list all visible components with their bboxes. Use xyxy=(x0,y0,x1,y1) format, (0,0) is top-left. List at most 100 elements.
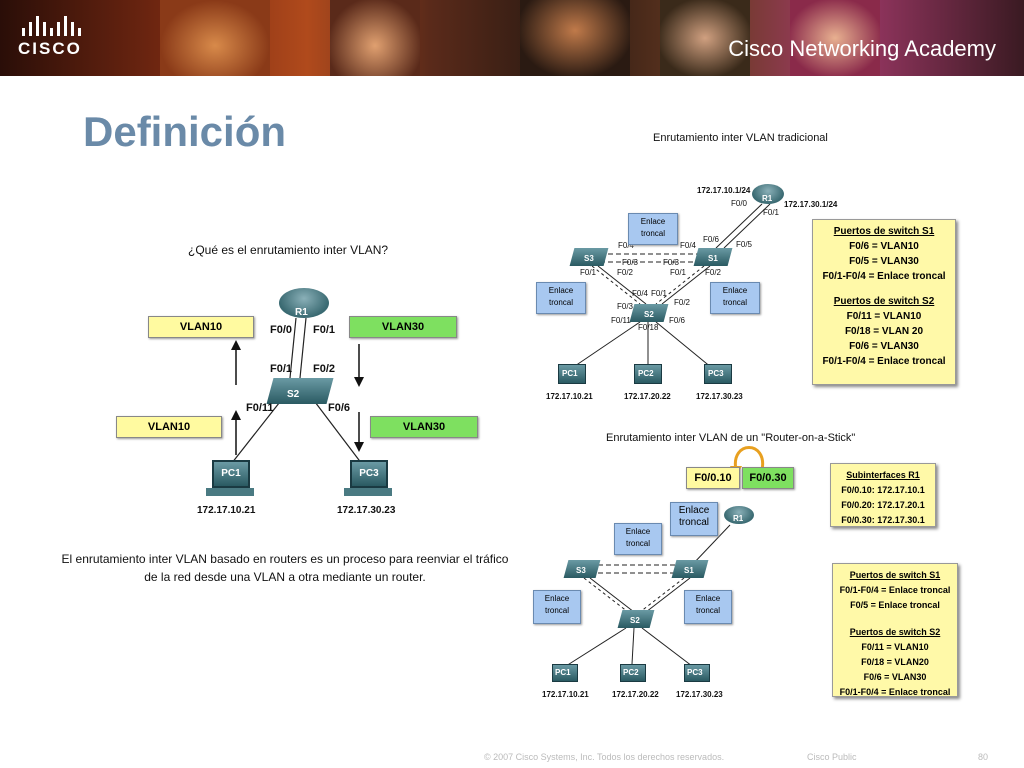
port-label: F0/11 xyxy=(246,402,274,414)
ip-label: 172.17.20.22 xyxy=(612,690,659,699)
port-label: F0/18 xyxy=(638,323,659,332)
info-heading: Puertos de switch S2 xyxy=(849,627,941,637)
pc-icon: PC3 xyxy=(684,664,710,682)
router-icon: R1 xyxy=(752,184,784,204)
cisco-logo: CISCO xyxy=(18,14,82,59)
switch-label: S1 xyxy=(684,566,694,575)
info-line: F0/5 = VLAN30 xyxy=(849,256,919,267)
port-label: F0/6 xyxy=(703,235,720,244)
pc-icon: PC2 xyxy=(634,364,662,384)
pc-icon: PC2 xyxy=(620,664,646,682)
switch-label: S3 xyxy=(576,566,586,575)
academy-title: Cisco Networking Academy xyxy=(728,36,996,61)
info-line: F0/6 = VLAN30 xyxy=(849,341,919,352)
trunk-label: Enlace troncal xyxy=(533,590,581,624)
vlan-badge: VLAN10 xyxy=(148,316,254,338)
pc-icon: PC1 xyxy=(212,460,250,488)
trunk-label: Enlace troncal xyxy=(614,523,662,555)
pc-icon: PC1 xyxy=(558,364,586,384)
info-heading: Puertos de switch S1 xyxy=(849,570,941,580)
banner-photo xyxy=(660,0,750,76)
info-line: F0/1-F0/4 = Enlace troncal xyxy=(839,687,951,697)
diagram-title: Enrutamiento inter VLAN de un "Router-on… xyxy=(606,432,856,444)
switch-ports-info: Puertos de switch S1 F0/1-F0/4 = Enlace … xyxy=(832,563,958,697)
cisco-wordmark: CISCO xyxy=(18,39,82,58)
port-label: F0/0 xyxy=(270,324,293,336)
info-line: F0/6 = VLAN10 xyxy=(849,241,919,252)
ip-label: 172.17.10.21 xyxy=(197,505,256,516)
subinterfaces-info: Subinterfaces R1 F0/0.10: 172.17.10.1 F0… xyxy=(830,463,936,527)
pc-icon: PC3 xyxy=(704,364,732,384)
ip-label: 172.17.30.23 xyxy=(676,690,723,699)
port-label: F0/2 xyxy=(674,298,691,307)
router-label: R1 xyxy=(295,307,308,318)
vlan-badge: VLAN30 xyxy=(349,316,457,338)
port-label: F0/5 xyxy=(736,240,753,249)
ip-label: 172.17.10.21 xyxy=(542,690,589,699)
trunk-label: Enlace troncal xyxy=(628,213,678,245)
switch-label: S3 xyxy=(584,254,594,263)
info-line: F0/11 = VLAN10 xyxy=(846,311,922,322)
pc-label: PC2 xyxy=(638,369,654,378)
port-label: F0/3 xyxy=(617,302,634,311)
switch-label: S2 xyxy=(630,616,640,625)
router-icon: R1 xyxy=(279,288,329,318)
banner-photo xyxy=(520,0,630,76)
port-label: F0/1 xyxy=(651,289,668,298)
vlan-badge: VLAN30 xyxy=(370,416,478,438)
port-label: F0/1 xyxy=(313,324,336,336)
port-label: F0/0 xyxy=(731,199,748,208)
diagram-title: Enrutamiento inter VLAN tradicional xyxy=(653,132,828,144)
info-heading: Puertos de switch S2 xyxy=(833,296,935,307)
ip-label: 172.17.10.1/24 xyxy=(697,186,751,195)
trunk-label: Enlace troncal xyxy=(684,590,732,624)
switch-icon xyxy=(266,378,334,404)
pc-label: PC1 xyxy=(562,369,578,378)
info-line: F0/1-F0/4 = Enlace troncal xyxy=(822,271,946,282)
pc-label: PC2 xyxy=(623,668,639,677)
info-line: F0/11 = VLAN10 xyxy=(861,642,929,652)
pc-label: PC3 xyxy=(359,468,379,479)
footer-page-number: 80 xyxy=(978,752,989,762)
info-line: F0/18 = VLAN20 xyxy=(861,657,929,667)
switch-label: S1 xyxy=(708,254,718,263)
port-label: F0/2 xyxy=(313,363,336,375)
trunk-label: Enlace troncal xyxy=(670,502,718,536)
pc-keyboard xyxy=(206,488,254,496)
subinterface-badge: F0/0.10 xyxy=(686,467,740,489)
trunk-label: Enlace troncal xyxy=(536,282,586,314)
info-line: F0/18 = VLAN 20 xyxy=(844,326,924,337)
port-label: F0/1 xyxy=(763,208,780,217)
ip-label: 172.17.30.23 xyxy=(696,392,743,401)
cisco-bars-icon xyxy=(22,14,82,36)
pc-label: PC3 xyxy=(687,668,703,677)
banner-photo xyxy=(160,0,270,76)
info-line: F0/6 = VLAN30 xyxy=(863,672,927,682)
pc-label: PC1 xyxy=(555,668,571,677)
description-text: El enrutamiento inter VLAN basado en rou… xyxy=(61,552,509,584)
pc-icon: PC1 xyxy=(552,664,578,682)
port-label: F0/4 xyxy=(618,241,635,250)
subinterface-badge: F0/0.30 xyxy=(742,467,794,489)
port-label: F0/3 xyxy=(622,258,639,267)
pc-label: PC1 xyxy=(221,468,241,479)
router-label: R1 xyxy=(762,194,773,203)
header-banner: CISCO Cisco Networking Academy xyxy=(0,0,1024,76)
footer-classification: Cisco Public xyxy=(807,752,857,762)
port-label: F0/11 xyxy=(611,316,631,325)
info-line: F0/5 = Enlace troncal xyxy=(850,600,940,610)
info-line: F0/0.10: 172.17.10.1 xyxy=(841,485,925,495)
trunk-label: Enlace troncal xyxy=(710,282,760,314)
port-label: F0/6 xyxy=(669,316,686,325)
footer-copyright: © 2007 Cisco Systems, Inc. Todos los der… xyxy=(484,752,725,762)
info-line: F0/0.30: 172.17.30.1 xyxy=(841,515,925,525)
ip-label: 172.17.20.22 xyxy=(624,392,671,401)
router-label: R1 xyxy=(733,514,744,523)
port-label: F0/1 xyxy=(270,363,293,375)
switch-ports-info: Puertos de switch S1 F0/6 = VLAN10 F0/5 … xyxy=(812,219,956,385)
router-icon: R1 xyxy=(724,506,754,524)
port-label: F0/4 xyxy=(632,289,649,298)
pc-icon: PC3 xyxy=(350,460,388,488)
port-label: F0/6 xyxy=(328,402,351,414)
